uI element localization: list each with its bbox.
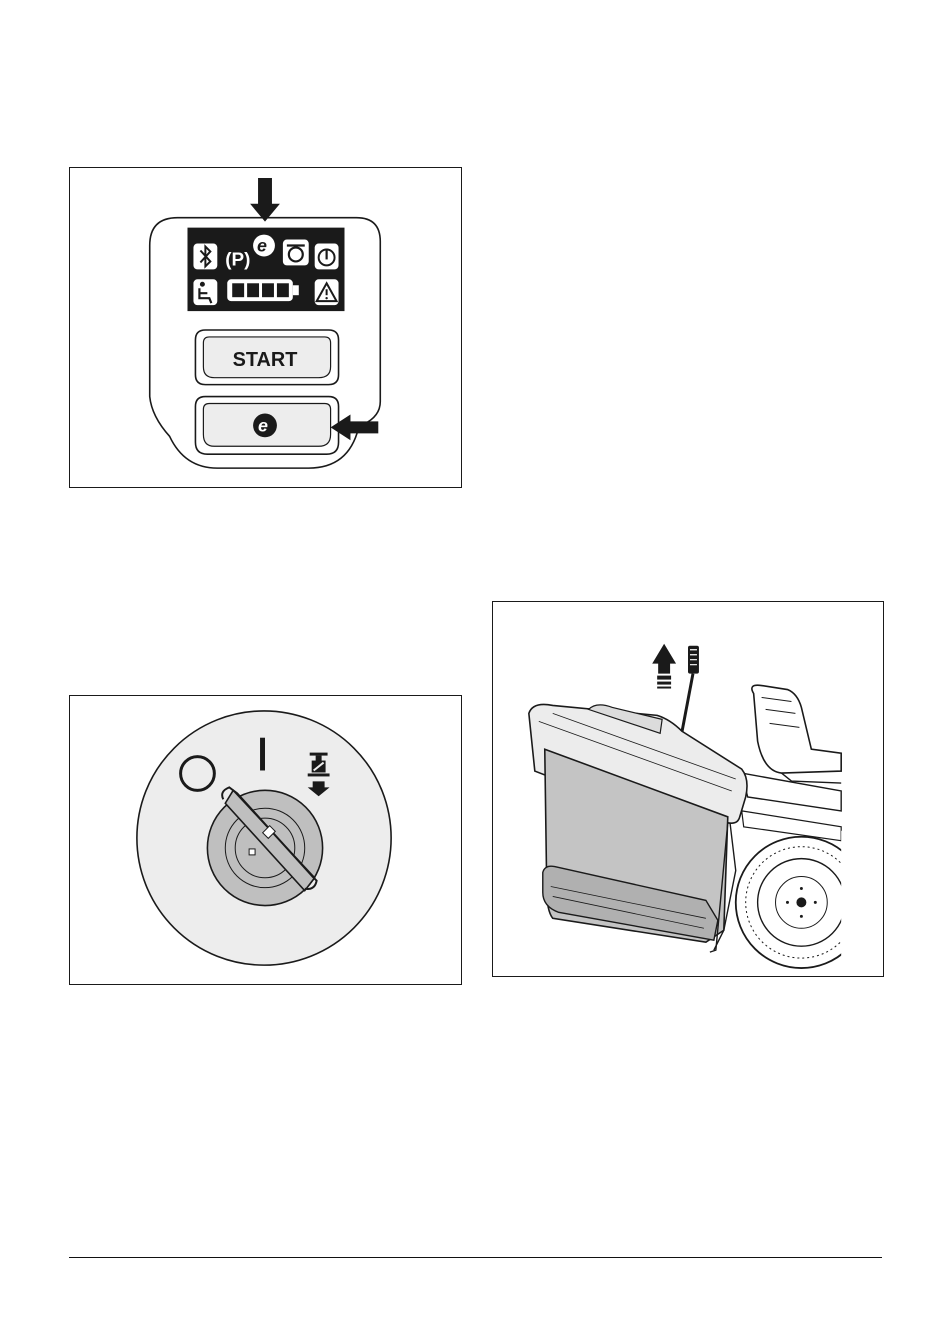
parking-symbol: (P) <box>225 249 250 270</box>
wheel-icon <box>736 831 883 970</box>
eco-button[interactable]: e <box>195 397 338 455</box>
lift-arrow-icon <box>652 644 676 689</box>
tractor-collector-figure <box>492 601 884 977</box>
battery-icon <box>227 279 299 301</box>
operator-seat-icon <box>193 279 217 305</box>
collector-bag-icon <box>529 704 747 952</box>
eco-symbol-display: e <box>257 235 267 255</box>
blade-icon <box>283 240 309 266</box>
start-button[interactable]: START <box>195 330 338 385</box>
parking-brake-icon: (P) <box>225 249 250 270</box>
control-panel-figure: (P) e <box>69 167 462 488</box>
tractor-illustration <box>493 602 883 976</box>
warning-icon <box>315 279 339 305</box>
eco-button-symbol: e <box>258 415 268 435</box>
start-label: START <box>233 349 298 371</box>
control-panel-illustration: (P) e <box>70 168 461 487</box>
on-position-icon <box>260 738 265 771</box>
down-pointer-arrow-icon <box>250 178 280 222</box>
seat-icon <box>752 685 841 783</box>
ignition-switch-illustration <box>70 696 461 984</box>
power-icon <box>315 244 339 270</box>
ignition-switch-figure <box>69 695 462 985</box>
eco-mode-indicator-icon: e <box>253 235 275 257</box>
tractor-chassis <box>742 773 841 811</box>
footer-rule <box>69 1257 882 1258</box>
bluetooth-icon <box>193 244 217 270</box>
